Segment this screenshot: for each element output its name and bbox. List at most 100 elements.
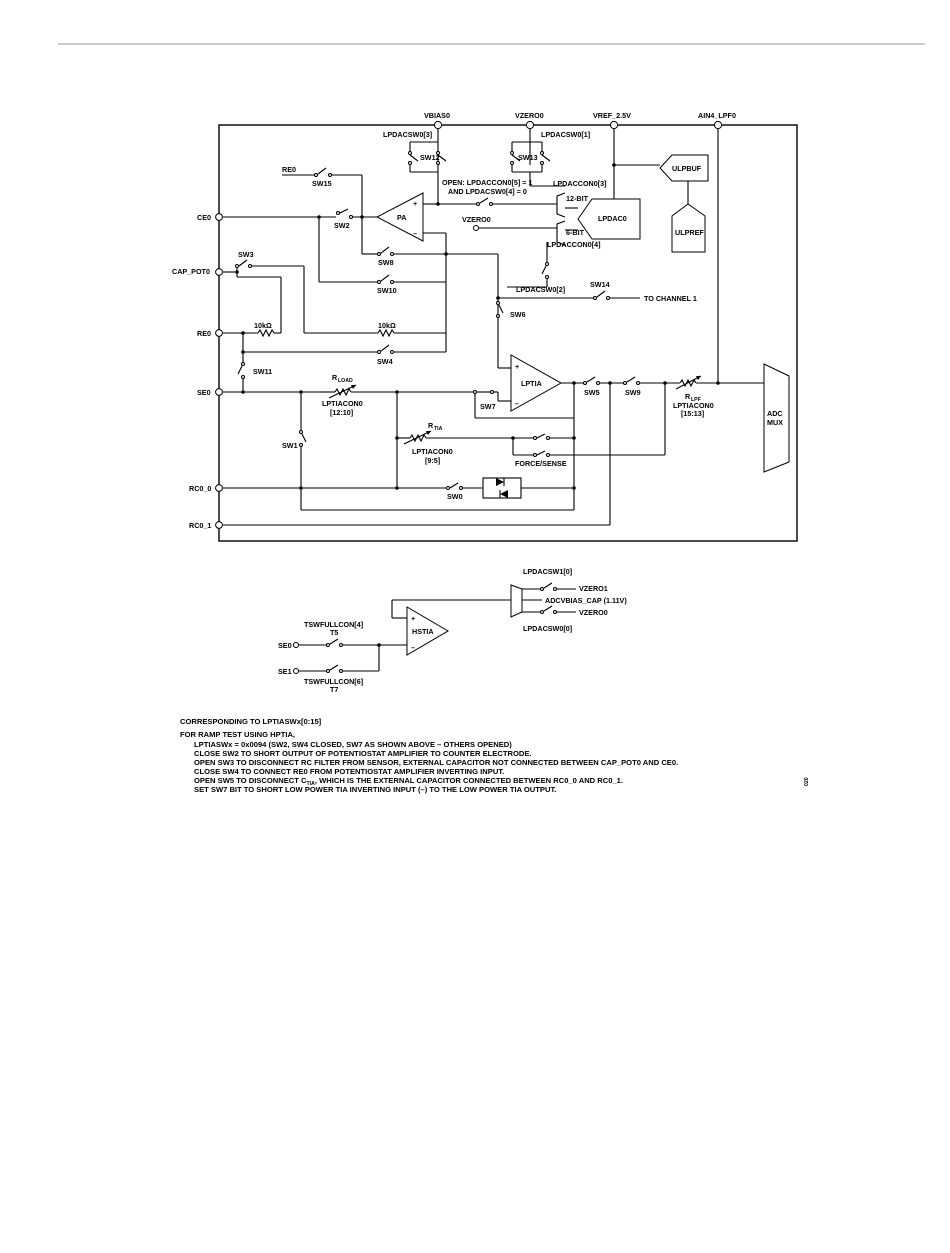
- svg-text:LPDACSW0[3]: LPDACSW0[3]: [383, 130, 432, 139]
- se0-network: R LOAD LPTIACON0 [12:10]: [223, 373, 473, 417]
- svg-text:ADC: ADC: [767, 409, 783, 418]
- svg-text:VZERO0: VZERO0: [579, 608, 608, 617]
- pin-rc0-0: RC0_0: [189, 484, 223, 493]
- switch-sw15: RE0 SW15: [282, 165, 363, 254]
- hstia-section: LPDACSW1[0] VZERO1 ADCVBIAS_CAP (1.11V) …: [278, 567, 627, 694]
- svg-text:VBIAS0: VBIAS0: [424, 111, 450, 120]
- switch-sw4: SW4: [241, 344, 446, 366]
- svg-text:OPEN SW5 TO DISCONNECT CTIA, W: OPEN SW5 TO DISCONNECT CTIA, WHICH IS TH…: [194, 776, 623, 787]
- svg-text:[9:5]: [9:5]: [425, 456, 440, 465]
- svg-text:SW10: SW10: [377, 286, 397, 295]
- label-lpdaccon0-3: LPDACCON0[3]: [553, 179, 607, 188]
- block-lptia: LPTIA + –: [497, 298, 583, 412]
- svg-text:+: +: [411, 614, 415, 623]
- block-ulpbuf: ULPBUF: [612, 154, 709, 182]
- svg-text:–: –: [413, 229, 417, 238]
- switch-sw14: SW14 TO CHANNEL 1: [496, 280, 697, 303]
- svg-text:SE0: SE0: [278, 641, 292, 650]
- svg-text:LPTIA: LPTIA: [521, 379, 542, 388]
- svg-text:SW4: SW4: [377, 357, 393, 366]
- switch-group-sw13: LPDACSW0[1] SW13: [510, 130, 590, 173]
- svg-text:PA: PA: [397, 213, 406, 222]
- pin-rc0-1: RC0_1: [189, 521, 223, 530]
- svg-text:SW15: SW15: [312, 179, 332, 188]
- svg-text:LPTIACON0: LPTIACON0: [322, 399, 363, 408]
- svg-text:R: R: [685, 392, 691, 401]
- rc0-0-network: SW0: [223, 477, 576, 501]
- svg-text:LPDACSW1[0]: LPDACSW1[0]: [523, 567, 572, 576]
- svg-text:SW14: SW14: [590, 280, 610, 289]
- svg-text:CLOSE SW2 TO SHORT OUTPUT OF P: CLOSE SW2 TO SHORT OUTPUT OF POTENTIOSTA…: [194, 749, 532, 758]
- svg-text:RE0: RE0: [197, 329, 211, 338]
- switch-sw1: SW1: [282, 392, 574, 511]
- switch-open-lpdac: [436, 197, 557, 206]
- svg-text:SW9: SW9: [625, 388, 641, 397]
- svg-text:MUX: MUX: [767, 418, 783, 427]
- svg-text:[15:13]: [15:13]: [681, 409, 704, 418]
- svg-text:LPTIACON0: LPTIACON0: [412, 447, 453, 456]
- svg-text:LPDACSW0[1]: LPDACSW0[1]: [541, 130, 590, 139]
- svg-text:CLOSE SW4 TO CONNECT RE0 FROM: CLOSE SW4 TO CONNECT RE0 FROM POTENTIOST…: [194, 767, 504, 776]
- node-vzero0-mid: VZERO0: [462, 215, 557, 231]
- svg-text:ADCVBIAS_CAP (1.11V): ADCVBIAS_CAP (1.11V): [545, 596, 627, 605]
- svg-text:020: 020: [804, 777, 810, 786]
- switch-sw11: SW11: [237, 352, 272, 394]
- notes-section: CORRESPONDING TO LPTIASWx[0:15] FOR RAMP…: [180, 717, 810, 794]
- svg-text:TO CHANNEL 1: TO CHANNEL 1: [644, 294, 697, 303]
- pin-vzero0: VZERO0: [515, 111, 544, 165]
- svg-text:VZERO0: VZERO0: [515, 111, 544, 120]
- svg-text:–: –: [411, 643, 415, 652]
- block-pa: PA + –: [375, 192, 446, 242]
- svg-text:TIA: TIA: [434, 426, 443, 432]
- svg-text:SW1: SW1: [282, 441, 298, 450]
- svg-text:LPF: LPF: [691, 397, 701, 403]
- svg-text:+: +: [413, 199, 417, 208]
- svg-text:LPTIACON0: LPTIACON0: [673, 401, 714, 410]
- svg-text:VZERO0: VZERO0: [462, 215, 491, 224]
- switch-group-sw12: LPDACSW0[3] SW12: [383, 130, 447, 173]
- svg-text:CAP_POT0: CAP_POT0: [172, 267, 210, 276]
- switch-sw9: SW9: [623, 376, 680, 397]
- block-lpdac0: LPDAC0 12-BIT 6-BIT: [556, 192, 641, 246]
- svg-text:10kΩ: 10kΩ: [254, 321, 272, 330]
- label-lpdacsw0-2: LPDACSW0[2]: [516, 285, 565, 294]
- note-open-1: OPEN: LPDACCON0[5] = 1: [442, 178, 532, 187]
- switch-lpdaccon0-4: [507, 242, 549, 288]
- svg-text:LOAD: LOAD: [338, 378, 353, 384]
- label-lpdaccon0-4: LPDACCON0[4]: [547, 240, 601, 249]
- svg-text:SW7: SW7: [480, 402, 496, 411]
- svg-text:10kΩ: 10kΩ: [378, 321, 396, 330]
- switch-sw6: SW6: [496, 301, 526, 319]
- svg-text:SW6: SW6: [510, 310, 526, 319]
- block-adc-mux: ADC MUX: [763, 363, 790, 473]
- svg-text:FOR RAMP TEST USING HPTIA,: FOR RAMP TEST USING HPTIA,: [180, 730, 295, 739]
- rlpf-network: R LPF LPTIACON0 [15:13]: [673, 375, 764, 418]
- pin-cap-pot0: CAP_POT0: [172, 267, 223, 276]
- svg-text:TSWFULLCON[4]: TSWFULLCON[4]: [304, 620, 363, 629]
- pin-re0: RE0: [197, 329, 223, 338]
- svg-text:6-BIT: 6-BIT: [566, 228, 585, 237]
- svg-text:SW2: SW2: [334, 221, 350, 230]
- pin-ain4-lpf0: AIN4_LPF0: [698, 111, 736, 383]
- re0-network: 10kΩ 10kΩ: [223, 321, 446, 352]
- svg-text:AIN4_LPF0: AIN4_LPF0: [698, 111, 736, 120]
- svg-text:CORRESPONDING TO LPTIASWx[0:15: CORRESPONDING TO LPTIASWx[0:15]: [180, 717, 322, 726]
- svg-text:SET SW7 BIT TO SHORT LOW POWER: SET SW7 BIT TO SHORT LOW POWER TIA INVER…: [194, 785, 556, 794]
- svg-text:CE0: CE0: [197, 213, 211, 222]
- svg-text:SW0: SW0: [447, 492, 463, 501]
- svg-text:SE0: SE0: [197, 388, 211, 397]
- svg-text:ULPBUF: ULPBUF: [672, 164, 702, 173]
- pin-se0: SE0: [197, 388, 223, 397]
- svg-text:RC0_0: RC0_0: [189, 484, 211, 493]
- svg-text:T7: T7: [330, 685, 338, 694]
- svg-text:RE0: RE0: [282, 165, 296, 174]
- svg-text:+: +: [515, 362, 519, 371]
- svg-text:SW13: SW13: [518, 153, 538, 162]
- svg-text:SE1: SE1: [278, 667, 292, 676]
- svg-text:SW5: SW5: [584, 388, 600, 397]
- svg-text:R: R: [428, 421, 434, 430]
- svg-text:–: –: [515, 399, 519, 408]
- note-open-2: AND LPDACSW0[4] = 0: [448, 187, 527, 196]
- switch-sw3: SW3: [223, 250, 305, 333]
